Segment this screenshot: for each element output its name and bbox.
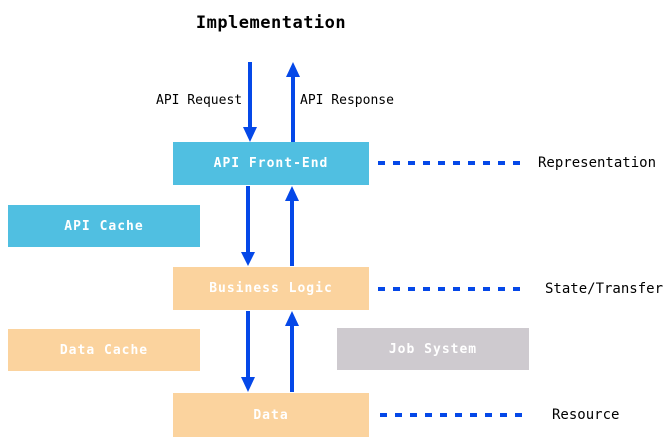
job-system-label: Job System bbox=[388, 341, 478, 357]
data-cache-label: Data Cache bbox=[59, 342, 149, 358]
logic-to-frontend-up-arrow-icon bbox=[285, 186, 299, 266]
data-to-logic-up-arrow-icon bbox=[285, 311, 299, 392]
api-response-label: API Response bbox=[300, 93, 394, 108]
frontend-to-logic-down-arrow-icon bbox=[241, 186, 255, 266]
api-request-down-arrow-icon bbox=[243, 62, 257, 142]
logic-to-data-down-arrow-icon bbox=[241, 311, 255, 392]
api-front-end-label: API Front-End bbox=[213, 156, 329, 171]
business-logic-label: Business Logic bbox=[209, 281, 333, 296]
job-system-box: Job System bbox=[337, 328, 529, 370]
data-cache-box: Data Cache bbox=[8, 329, 200, 371]
diagram-title: Implementation bbox=[195, 13, 347, 33]
business-logic-box: Business Logic bbox=[173, 267, 369, 310]
api-cache-box: API Cache bbox=[8, 205, 200, 247]
state-transfer-layer-label: State/Transfer bbox=[545, 281, 664, 297]
resource-layer-label: Resource bbox=[552, 407, 620, 423]
representation-layer-label: Representation bbox=[538, 155, 657, 171]
api-request-label: API Request bbox=[156, 93, 243, 108]
api-response-up-arrow-icon bbox=[286, 62, 300, 142]
api-cache-label: API Cache bbox=[64, 218, 144, 234]
data-label: Data bbox=[253, 407, 289, 423]
api-front-end-box: API Front-End bbox=[173, 142, 369, 185]
data-box: Data bbox=[173, 393, 369, 437]
